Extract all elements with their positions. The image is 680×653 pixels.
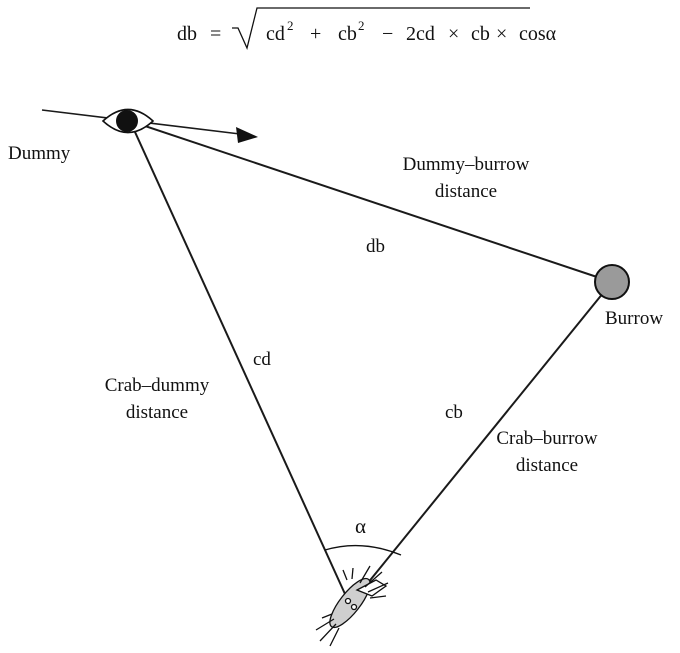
formula-plus: + [310, 23, 321, 45]
crab-burrow-distance-label-line2: distance [516, 455, 578, 476]
alpha-angle-arc [324, 544, 402, 556]
crab-dummy-side [129, 120, 351, 606]
dummy-burrow-distance-label-line2: distance [435, 181, 497, 202]
eye-shaped-dummy-icon [101, 108, 155, 134]
dummy-burrow-side [129, 120, 613, 283]
db-label: db [366, 236, 385, 257]
cd-label: cd [253, 349, 271, 370]
burrow-label: Burrow [605, 308, 663, 329]
alpha-label: α [355, 514, 366, 538]
formula-cos-alpha: cosα [519, 23, 557, 45]
fiddler-crab-icon [315, 565, 389, 647]
crab-dummy-distance-label-line1: Crab–dummy [105, 375, 210, 396]
dummy-trajectory-arrow [41, 109, 258, 143]
formula-equals: = [210, 23, 221, 45]
square-root-sign [232, 7, 530, 50]
formula-minus: − [382, 23, 393, 45]
formula-times-2: × [496, 23, 507, 45]
dummy-label: Dummy [8, 143, 71, 164]
formula-lhs: db [177, 23, 197, 45]
formula-cb-exponent: 2 [358, 18, 365, 33]
formula-times-1: × [448, 23, 459, 45]
formula-cb: cb [338, 23, 357, 45]
formula-cb-2: cb [471, 23, 490, 45]
crab-burrow-distance-label-line1: Crab–burrow [496, 428, 598, 449]
burrow-circle-icon [594, 264, 630, 300]
formula-2cd: 2cd [406, 23, 435, 45]
crab-dummy-distance-label-line2: distance [126, 402, 188, 423]
crab-burrow-side [349, 281, 613, 606]
dummy-burrow-distance-label-line1: Dummy–burrow [403, 154, 530, 175]
formula-cd: cd [266, 23, 285, 45]
distance-formula: db = cd 2 + cb 2 − 2cd × cb × cosα [177, 7, 557, 50]
cb-label: cb [445, 402, 463, 423]
formula-cd-exponent: 2 [287, 18, 294, 33]
